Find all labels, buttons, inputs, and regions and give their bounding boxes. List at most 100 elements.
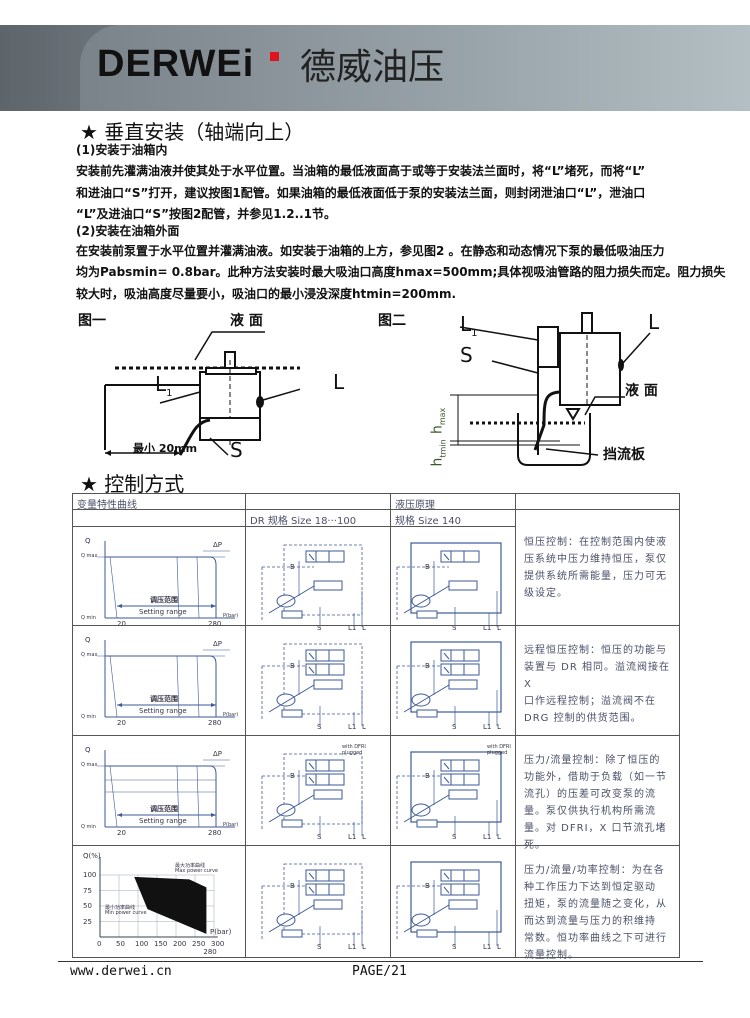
x-tick: 50 bbox=[116, 940, 125, 948]
description-line: 压系统中压力维持恒压，泵仅 bbox=[524, 553, 667, 565]
valve-symbol bbox=[305, 649, 345, 662]
pump-symbol bbox=[411, 693, 431, 707]
setting-range-cn: 调压范围 bbox=[150, 695, 178, 703]
setting-range-cn: 调压范围 bbox=[150, 596, 178, 604]
cylinder-symbol bbox=[313, 580, 343, 591]
para-4: (2)安装在油箱外面 bbox=[76, 224, 180, 238]
x-tick: 0 bbox=[97, 940, 102, 948]
pressure-flow-chart bbox=[97, 750, 235, 828]
cylinder-symbol bbox=[448, 899, 478, 910]
hydraulic-schematic bbox=[261, 643, 363, 726]
port-s: S bbox=[317, 833, 322, 841]
qmin-label: Q min bbox=[81, 824, 96, 830]
qmin-label: Q min bbox=[81, 714, 96, 720]
port-s: S bbox=[317, 943, 322, 951]
qmin-label: Q min bbox=[81, 615, 96, 621]
p-20-label: 20 bbox=[117, 620, 126, 628]
section-title-control: ★ 控制方式 bbox=[80, 472, 185, 496]
para-2: 和进油口“S”打开，建议按图1配管。如果油箱的最低液面低于泵的安装法兰面，则封闭… bbox=[76, 186, 646, 200]
port-l1: L1 bbox=[483, 624, 492, 632]
valve-symbol bbox=[305, 869, 345, 882]
description-line: 提供系统所需能量，压力可无 bbox=[524, 570, 667, 582]
section-title-install: ★ 垂直安装（轴端向上） bbox=[80, 120, 305, 144]
fig2-htmin-label: htmin bbox=[430, 439, 448, 466]
port-l: L bbox=[362, 943, 366, 951]
hydraulic-schematic bbox=[261, 753, 363, 836]
port-s: S bbox=[317, 624, 322, 632]
fig1-l1-sub: 1 bbox=[166, 388, 173, 399]
port-l1: L1 bbox=[483, 833, 492, 841]
valve-symbol bbox=[440, 883, 480, 896]
th-empty bbox=[245, 493, 391, 510]
fig2-drawing bbox=[450, 312, 651, 466]
delta-p-label: ΔP bbox=[213, 750, 223, 758]
cylinder-symbol bbox=[313, 789, 343, 800]
fig2-l-label: L bbox=[648, 310, 660, 334]
pressure-flow-chart bbox=[97, 640, 235, 718]
hydraulic-schematic bbox=[261, 544, 363, 627]
port-b: B bbox=[425, 882, 430, 890]
flow-curve bbox=[105, 765, 217, 827]
para-6: 均为Pabsmin= 0.8bar。此种方法安装时最大吸油口高度hmax=500… bbox=[76, 265, 726, 279]
valve-symbol bbox=[440, 869, 480, 882]
port-l1: L1 bbox=[348, 624, 357, 632]
port-l1: L1 bbox=[348, 723, 357, 731]
pump-symbol bbox=[411, 594, 431, 608]
fig1-drawing bbox=[104, 331, 300, 456]
description-line: 流量控制。 bbox=[524, 950, 579, 961]
para-1: 安装前先灌满油液并使其处于水平位置。当油箱的最低液面高于或等于安装法兰面时，将“… bbox=[76, 164, 646, 178]
brand-name: 德威油压 bbox=[300, 47, 445, 88]
logo: DERWEi bbox=[97, 43, 255, 85]
fig2-l1-text: L bbox=[460, 312, 472, 336]
min-power-label: 最小功率曲线 bbox=[105, 905, 136, 911]
x-tick: 280 bbox=[203, 948, 217, 956]
p-280-label: 280 bbox=[208, 719, 222, 727]
description-line: 压力/流量控制：除了恒压的 bbox=[524, 755, 661, 766]
setting-range-en: Setting range bbox=[139, 608, 187, 616]
pump-symbol bbox=[276, 913, 296, 927]
port-b: B bbox=[290, 772, 295, 780]
schematic-140-cell: B S L1 L bbox=[390, 845, 516, 958]
qmax-label: Q max bbox=[81, 553, 98, 559]
q-axis-label: Q bbox=[85, 537, 91, 545]
description-cell: 压力/流量控制：除了恒压的功能外，借助于负载（如一节流孔）的压差可改变泵的流量。… bbox=[515, 735, 680, 851]
valve-symbol bbox=[440, 773, 480, 786]
port-s: S bbox=[452, 943, 457, 951]
delta-p-label: ΔP bbox=[213, 541, 223, 549]
description-line: 装置与 DR 相同。溢流阀接在 X bbox=[524, 662, 671, 690]
th-dr-size: DR 规格 Size 18···100 bbox=[245, 509, 391, 527]
q-axis-label: Q bbox=[85, 636, 91, 644]
schematic-dr-cell: B S L1 L bbox=[245, 526, 391, 632]
th-empty-2 bbox=[515, 493, 680, 510]
port-l: L bbox=[497, 943, 501, 951]
hydraulic-schematic bbox=[396, 542, 502, 627]
port-b: B bbox=[425, 772, 430, 780]
description-line: 扭矩，泵的流量随之变化，从 bbox=[524, 899, 667, 910]
description-line: 功能外，借助于负载（如一节 bbox=[524, 772, 667, 783]
port-b: B bbox=[290, 563, 295, 571]
hydraulic-schematic bbox=[396, 641, 502, 726]
p-bar-label: P(bar) bbox=[223, 822, 239, 828]
pump-symbol bbox=[276, 594, 296, 608]
fig2-liquid-label: 液 面 bbox=[625, 383, 658, 399]
description-line: 种工作压力下达到恒定驱动 bbox=[524, 882, 656, 893]
cylinder-symbol bbox=[448, 580, 478, 591]
port-l1: L1 bbox=[348, 943, 357, 951]
valve-symbol bbox=[305, 883, 345, 896]
setting-range-en: Setting range bbox=[139, 817, 187, 825]
valve-symbol bbox=[440, 663, 480, 676]
footer-url[interactable]: www.derwei.cn bbox=[70, 964, 172, 979]
para-3: “L”及进油口“S”按图2配管，并参见1.2..1节。 bbox=[76, 207, 337, 221]
dfri-note: with DFRI plugged bbox=[342, 744, 366, 756]
qmax-label: Q max bbox=[81, 652, 98, 658]
schematic-140-cell: B S L1 L bbox=[390, 526, 516, 632]
description-line: 级设定。 bbox=[524, 587, 568, 599]
fig2-hmax-label: hmax bbox=[429, 408, 447, 434]
port-b: B bbox=[425, 662, 430, 670]
port-b: B bbox=[425, 563, 430, 571]
curve-cell: Q Q max Q min ΔP 调压范围 Setting range 20 2… bbox=[72, 735, 246, 846]
fig1-liquid-label: 液 面 bbox=[230, 313, 263, 329]
footer-page: PAGE/21 bbox=[352, 964, 407, 979]
fig1-l-label: L bbox=[333, 370, 345, 394]
